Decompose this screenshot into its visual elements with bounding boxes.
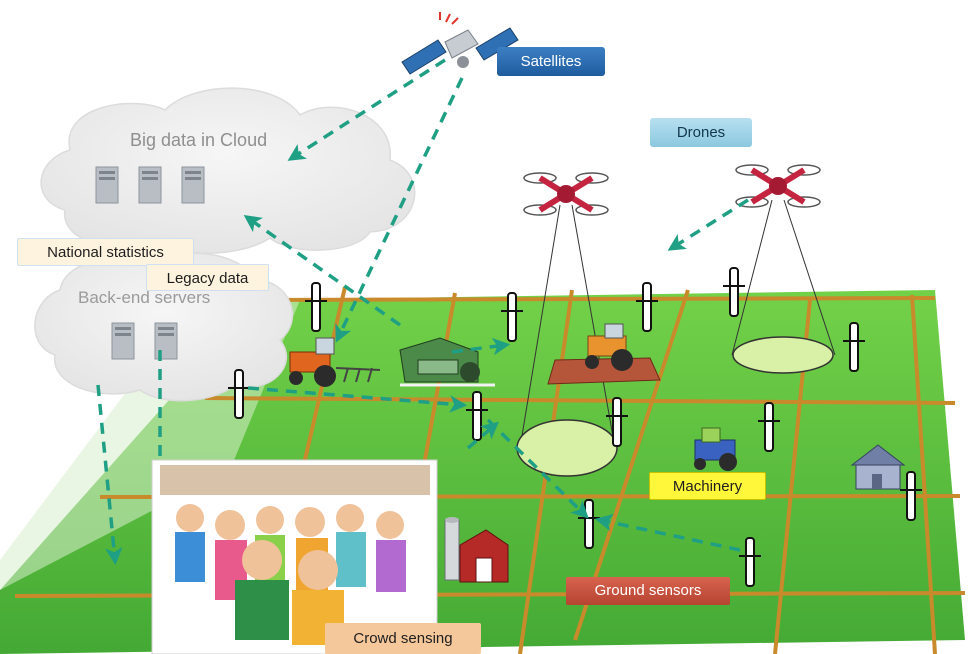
tractor-icon	[289, 337, 381, 387]
data-flow-arrows	[96, 58, 749, 566]
server-icon	[111, 322, 135, 360]
ground-sensor-icon	[723, 267, 745, 317]
field-grid-fences	[14, 286, 966, 654]
machinery-label: Machinery	[649, 472, 766, 500]
harvester-icon	[399, 337, 495, 387]
ground-sensor-icon	[843, 322, 865, 372]
drone-icon	[735, 164, 821, 208]
tractor-icon	[694, 427, 737, 471]
national-statistics-label: National statistics	[17, 238, 194, 266]
drones-label: Drones	[650, 118, 752, 147]
house-icon	[850, 444, 906, 490]
server-icon	[181, 166, 205, 204]
back-end-servers-label: Back-end servers	[78, 288, 211, 307]
tractor-icon	[547, 323, 661, 385]
ground-sensor-icon	[739, 537, 761, 587]
satellites-label: Satellites	[497, 47, 605, 76]
ground-sensor-icon	[758, 402, 780, 452]
ground-sensor-icon	[466, 391, 488, 441]
ground-sensor-icon	[228, 369, 250, 419]
ground-sensor-icon	[606, 397, 628, 447]
crowd-sensing-label: Crowd sensing	[325, 623, 481, 654]
satellite-icon	[401, 12, 519, 75]
drone-scan-cone	[731, 199, 836, 374]
barn-icon	[444, 517, 509, 583]
big-data-cloud-label: Big data in Cloud	[130, 130, 268, 150]
server-icon	[138, 166, 162, 204]
ground-sensor-icon	[636, 282, 658, 332]
crowd-icon	[151, 459, 438, 654]
ground-sensor-icon	[900, 471, 922, 521]
server-icon	[95, 166, 119, 204]
legacy-data-label: Legacy data	[146, 264, 269, 291]
drone-icon	[523, 172, 609, 216]
ground-sensors-label: Ground sensors	[566, 577, 730, 605]
ground-sensor-icon	[305, 282, 327, 332]
drone-scan-cone	[516, 204, 618, 477]
ground-sensor-icon	[501, 292, 523, 342]
